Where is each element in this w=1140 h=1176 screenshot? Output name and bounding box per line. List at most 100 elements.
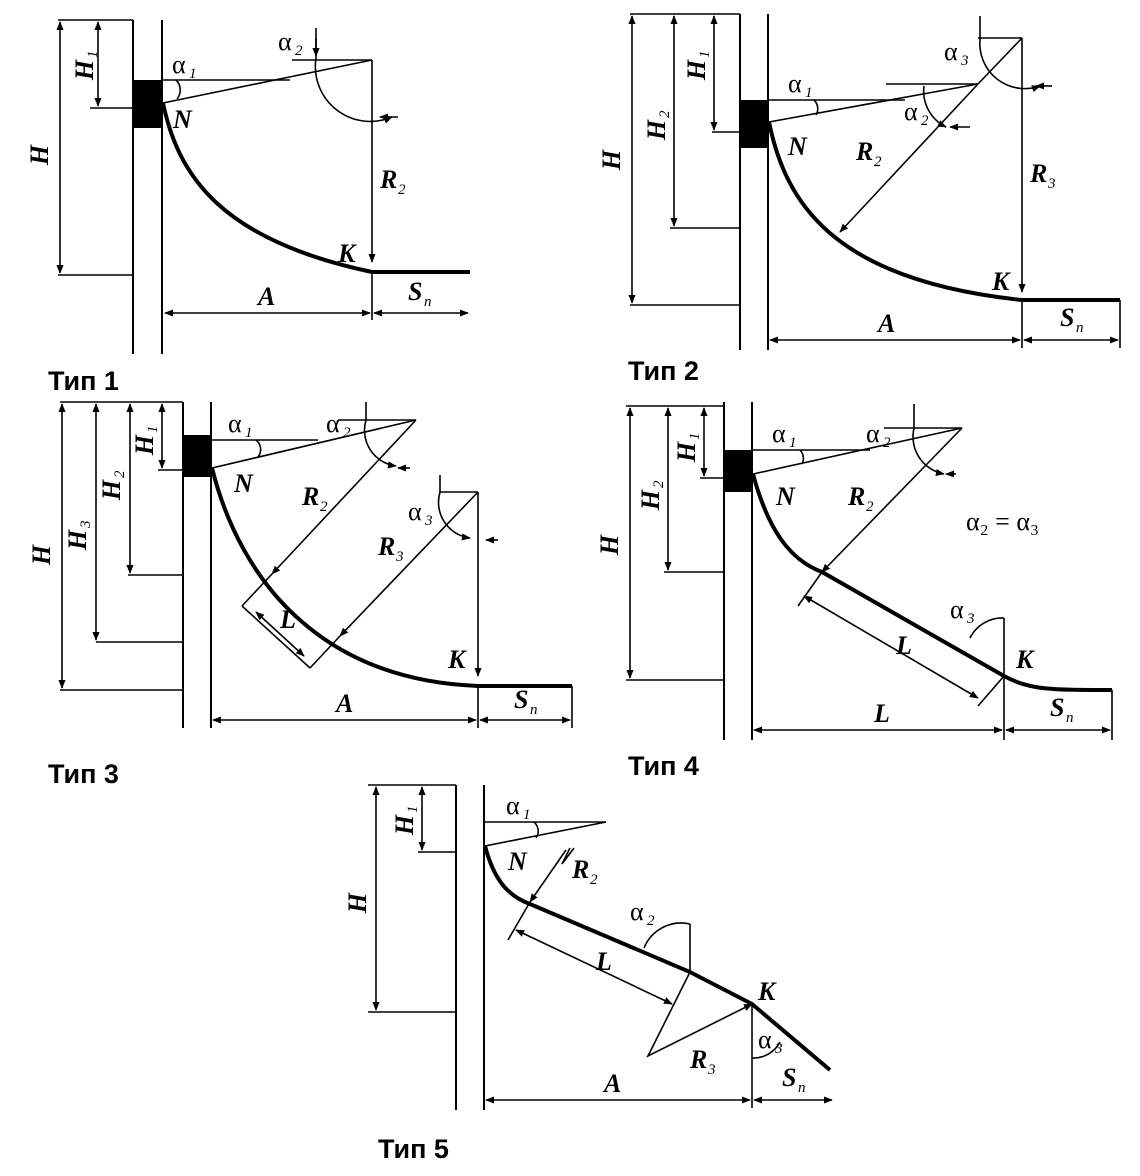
label-H: H [595,534,624,556]
label-H1: H [390,814,419,836]
trajectory-curve [161,102,470,274]
caption-type5: Тип 5 [378,1134,449,1164]
svg-text:2: 2 [320,499,328,515]
label-alpha2: α [326,409,340,438]
trajectory-curve [751,473,1113,692]
label-alpha1: α [172,50,186,79]
svg-text:п: п [1076,320,1084,336]
point-N: N [172,105,193,134]
svg-text:п: п [798,1080,806,1096]
label-H: H [597,149,626,171]
horizontal-dimensions: A S п [164,272,469,320]
svg-text:3: 3 [960,53,969,69]
label-Sn: S [782,1063,796,1092]
diagram-type4: H H 2 H 1 α 1 α 2 R 2 α₂ = α₃ α 3 [595,402,1113,781]
horizontal-dimensions: A S п [212,685,573,728]
svg-text:1: 1 [697,51,713,59]
svg-text:2: 2 [921,113,929,129]
label-H1: H [682,59,711,81]
label-alpha2: α [904,97,918,126]
label-A: A [334,689,353,718]
svg-text:п: п [1066,710,1074,726]
label-R2: R [847,482,865,511]
svg-text:1: 1 [687,433,703,441]
trajectory-curve [483,845,832,1072]
point-N: N [507,847,528,876]
trajectory-curve [210,467,572,688]
label-alpha1: α [228,409,242,438]
label-H2: H [636,489,665,511]
label-H: H [343,892,372,914]
svg-text:2: 2 [874,154,882,170]
label-alpha3: α [408,497,422,526]
svg-text:2: 2 [343,425,351,441]
label-H3: H [63,529,92,551]
label-H1: H [70,59,99,81]
label-L: L [595,947,612,976]
label-A: A [602,1069,621,1098]
angle-construction: α 1 α 2 α 3 R 2 R 3 [768,16,1056,293]
angle-construction: α 1 α 2 R 2 [162,27,406,263]
height-dimensions: H H 1 [343,784,456,1013]
svg-text:3: 3 [395,549,404,565]
label-Sn: S [514,685,528,714]
point-K: K [757,977,777,1006]
label-alpha2: α [866,419,880,448]
svg-text:1: 1 [85,51,101,59]
label-R2: R [379,165,397,194]
svg-text:3: 3 [707,1062,716,1078]
label-H1: H [672,441,701,463]
svg-text:2: 2 [590,872,598,888]
svg-text:2: 2 [295,43,303,59]
wall [182,402,212,728]
label-Sn: S [1050,693,1064,722]
svg-text:3: 3 [774,1041,783,1057]
label-Sn: S [408,277,422,306]
label-alpha1: α [772,419,786,448]
svg-text:п: п [530,702,538,718]
svg-text:1: 1 [805,85,813,101]
label-alpha1: α [788,69,802,98]
label-equality: α₂ = α₃ [966,507,1039,536]
caption-type3: Тип 3 [48,759,119,789]
label-R2: R [571,855,589,884]
svg-text:3: 3 [424,513,433,529]
label-alpha3: α [944,37,958,66]
label-H2: H [97,479,126,501]
label-H: H [25,144,54,166]
label-H2: H [642,119,671,141]
horizontal-dimensions: L S п [753,676,1113,740]
angle-construction: α 1 α 2 R 2 α₂ = α₃ α 3 L [752,404,1039,707]
horizontal-dimensions: A S п [485,1063,833,1104]
horizontal-dimensions: A S п [769,300,1121,348]
diagram-type3: H H 3 H 2 H 1 α 1 α 2 α 3 R [27,401,573,789]
point-K: K [447,645,467,674]
label-alpha1: α [506,791,520,820]
point-N: N [775,482,796,511]
svg-text:2: 2 [651,480,667,488]
svg-text:2: 2 [883,435,891,451]
height-dimensions: H H 1 [25,19,133,276]
label-R3: R [689,1045,707,1074]
angle-construction: α 1 α 2 α 3 R 2 R 3 L [211,402,498,677]
label-alpha2: α [278,27,292,56]
svg-text:2: 2 [112,470,128,478]
label-alpha3: α [758,1025,772,1054]
svg-text:1: 1 [245,425,253,441]
label-Sn: S [1060,303,1074,332]
label-R2: R [855,137,873,166]
diagram-type1: H H 1 α 1 α 2 R 2 N K A S [25,19,470,396]
point-K: K [337,239,357,268]
label-L: L [895,631,912,660]
angle-construction: α 1 R 2 α 2 L R 3 α 3 [484,791,783,1108]
height-dimensions: H H 3 H 2 H 1 [27,401,183,691]
label-A: A [876,309,895,338]
label-R3: R [377,532,395,561]
point-K: K [1015,645,1035,674]
svg-text:1: 1 [789,435,797,451]
label-R2: R [301,482,319,511]
wall [723,402,753,740]
svg-text:1: 1 [405,806,421,814]
svg-text:п: п [424,294,432,310]
